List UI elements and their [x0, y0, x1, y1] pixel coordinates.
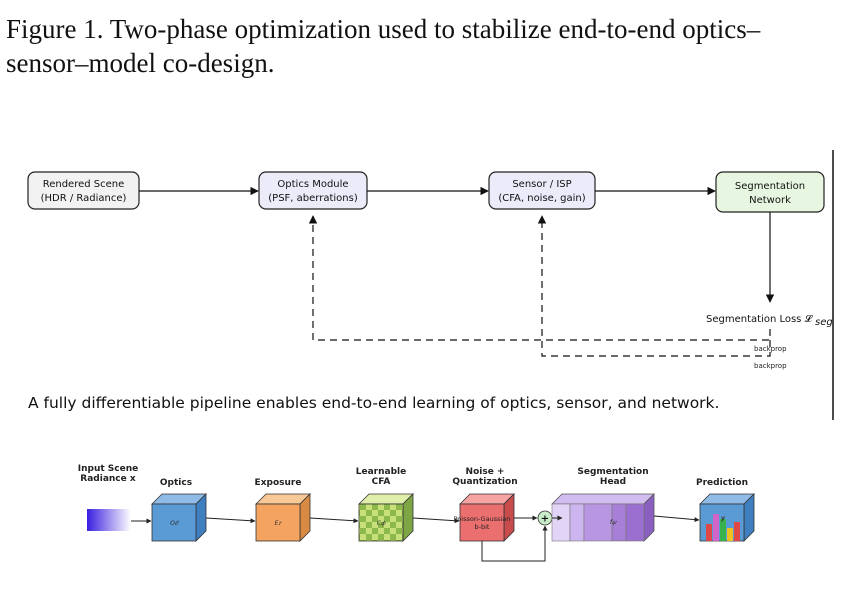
- stage-label-seghead: Segmentation: [577, 467, 648, 477]
- box-sensor-isp: Sensor / ISP (CFA, noise, gain): [488, 171, 596, 210]
- box-rendered-scene: Rendered Scene (HDR / Radiance): [27, 171, 140, 210]
- segmentation-head-cube: f𝜓: [551, 493, 655, 542]
- svg-text:Network: Network: [749, 195, 791, 206]
- stage-label-cfa: Learnable: [356, 467, 406, 477]
- svg-text:(CFA, noise, gain): (CFA, noise, gain): [498, 193, 585, 204]
- svg-text:f𝜓: f𝜓: [610, 519, 617, 526]
- stage-label-input: Input Scene: [78, 464, 138, 474]
- backprop-path-optics: [308, 215, 771, 341]
- box-segmentation-network: Segmentation Network: [715, 171, 825, 213]
- figure-caption: Figure 1. Two-phase optimization used to…: [6, 14, 761, 78]
- svg-text:Sensor / ISP: Sensor / ISP: [512, 179, 571, 190]
- svg-text:y: y: [721, 515, 726, 522]
- arrow-exposure-to-cfa: [309, 517, 359, 524]
- cfa-cube: C𝜙: [358, 493, 414, 542]
- svg-text:Poisson-Gaussian: Poisson-Gaussian: [454, 515, 511, 523]
- optics-cube: O𝜃: [151, 493, 207, 542]
- pipeline-summary: A fully differentiable pipeline enables …: [28, 394, 719, 412]
- stage-label-prediction: Prediction: [696, 478, 748, 488]
- arrow-optics-to-exposure: [205, 517, 256, 524]
- svg-text:E𝜏: E𝜏: [275, 520, 283, 527]
- stage-label-seghead-2: Head: [600, 477, 626, 487]
- exposure-cube: E𝜏: [255, 493, 311, 542]
- svg-text:O𝜃: O𝜃: [170, 520, 180, 527]
- backprop-label-2: backprop: [754, 362, 787, 370]
- input-scene-gradient: [87, 509, 131, 531]
- stage-label-input-2: Radiance x: [80, 474, 136, 484]
- svg-text:(HDR / Radiance): (HDR / Radiance): [41, 193, 127, 204]
- stage-label-noise-2: Quantization: [452, 477, 517, 487]
- backprop-label-1: backprop: [754, 345, 787, 353]
- stage-label-optics: Optics: [160, 478, 192, 488]
- sum-node-plus: +: [541, 514, 549, 525]
- svg-text:(PSF, aberrations): (PSF, aberrations): [268, 193, 358, 204]
- box-optics-module: Optics Module (PSF, aberrations): [258, 171, 368, 210]
- segmentation-loss-label: Segmentation Loss 𝓛 seg: [706, 313, 833, 328]
- arrow-seghead-to-prediction: [653, 515, 700, 523]
- stage-label-exposure: Exposure: [255, 478, 302, 488]
- skip-connection: [481, 525, 548, 562]
- noise-cube: Poisson-Gaussian b-bit: [454, 493, 515, 542]
- svg-text:C𝜙: C𝜙: [377, 520, 386, 527]
- svg-text:Optics Module: Optics Module: [277, 179, 348, 190]
- stage-label-cfa-2: CFA: [372, 477, 391, 487]
- svg-text:Segmentation Loss 𝓛: Segmentation Loss 𝓛: [706, 313, 814, 325]
- svg-text:b-bit: b-bit: [475, 523, 490, 531]
- stage-label-noise: Noise +: [466, 467, 505, 477]
- arrow-cfa-to-noise: [412, 517, 460, 524]
- prediction-cube: y: [699, 493, 755, 542]
- svg-text:seg: seg: [815, 317, 833, 328]
- svg-text:Rendered Scene: Rendered Scene: [43, 179, 125, 190]
- backprop-path-sensor: [537, 215, 771, 357]
- svg-text:Segmentation: Segmentation: [735, 181, 805, 192]
